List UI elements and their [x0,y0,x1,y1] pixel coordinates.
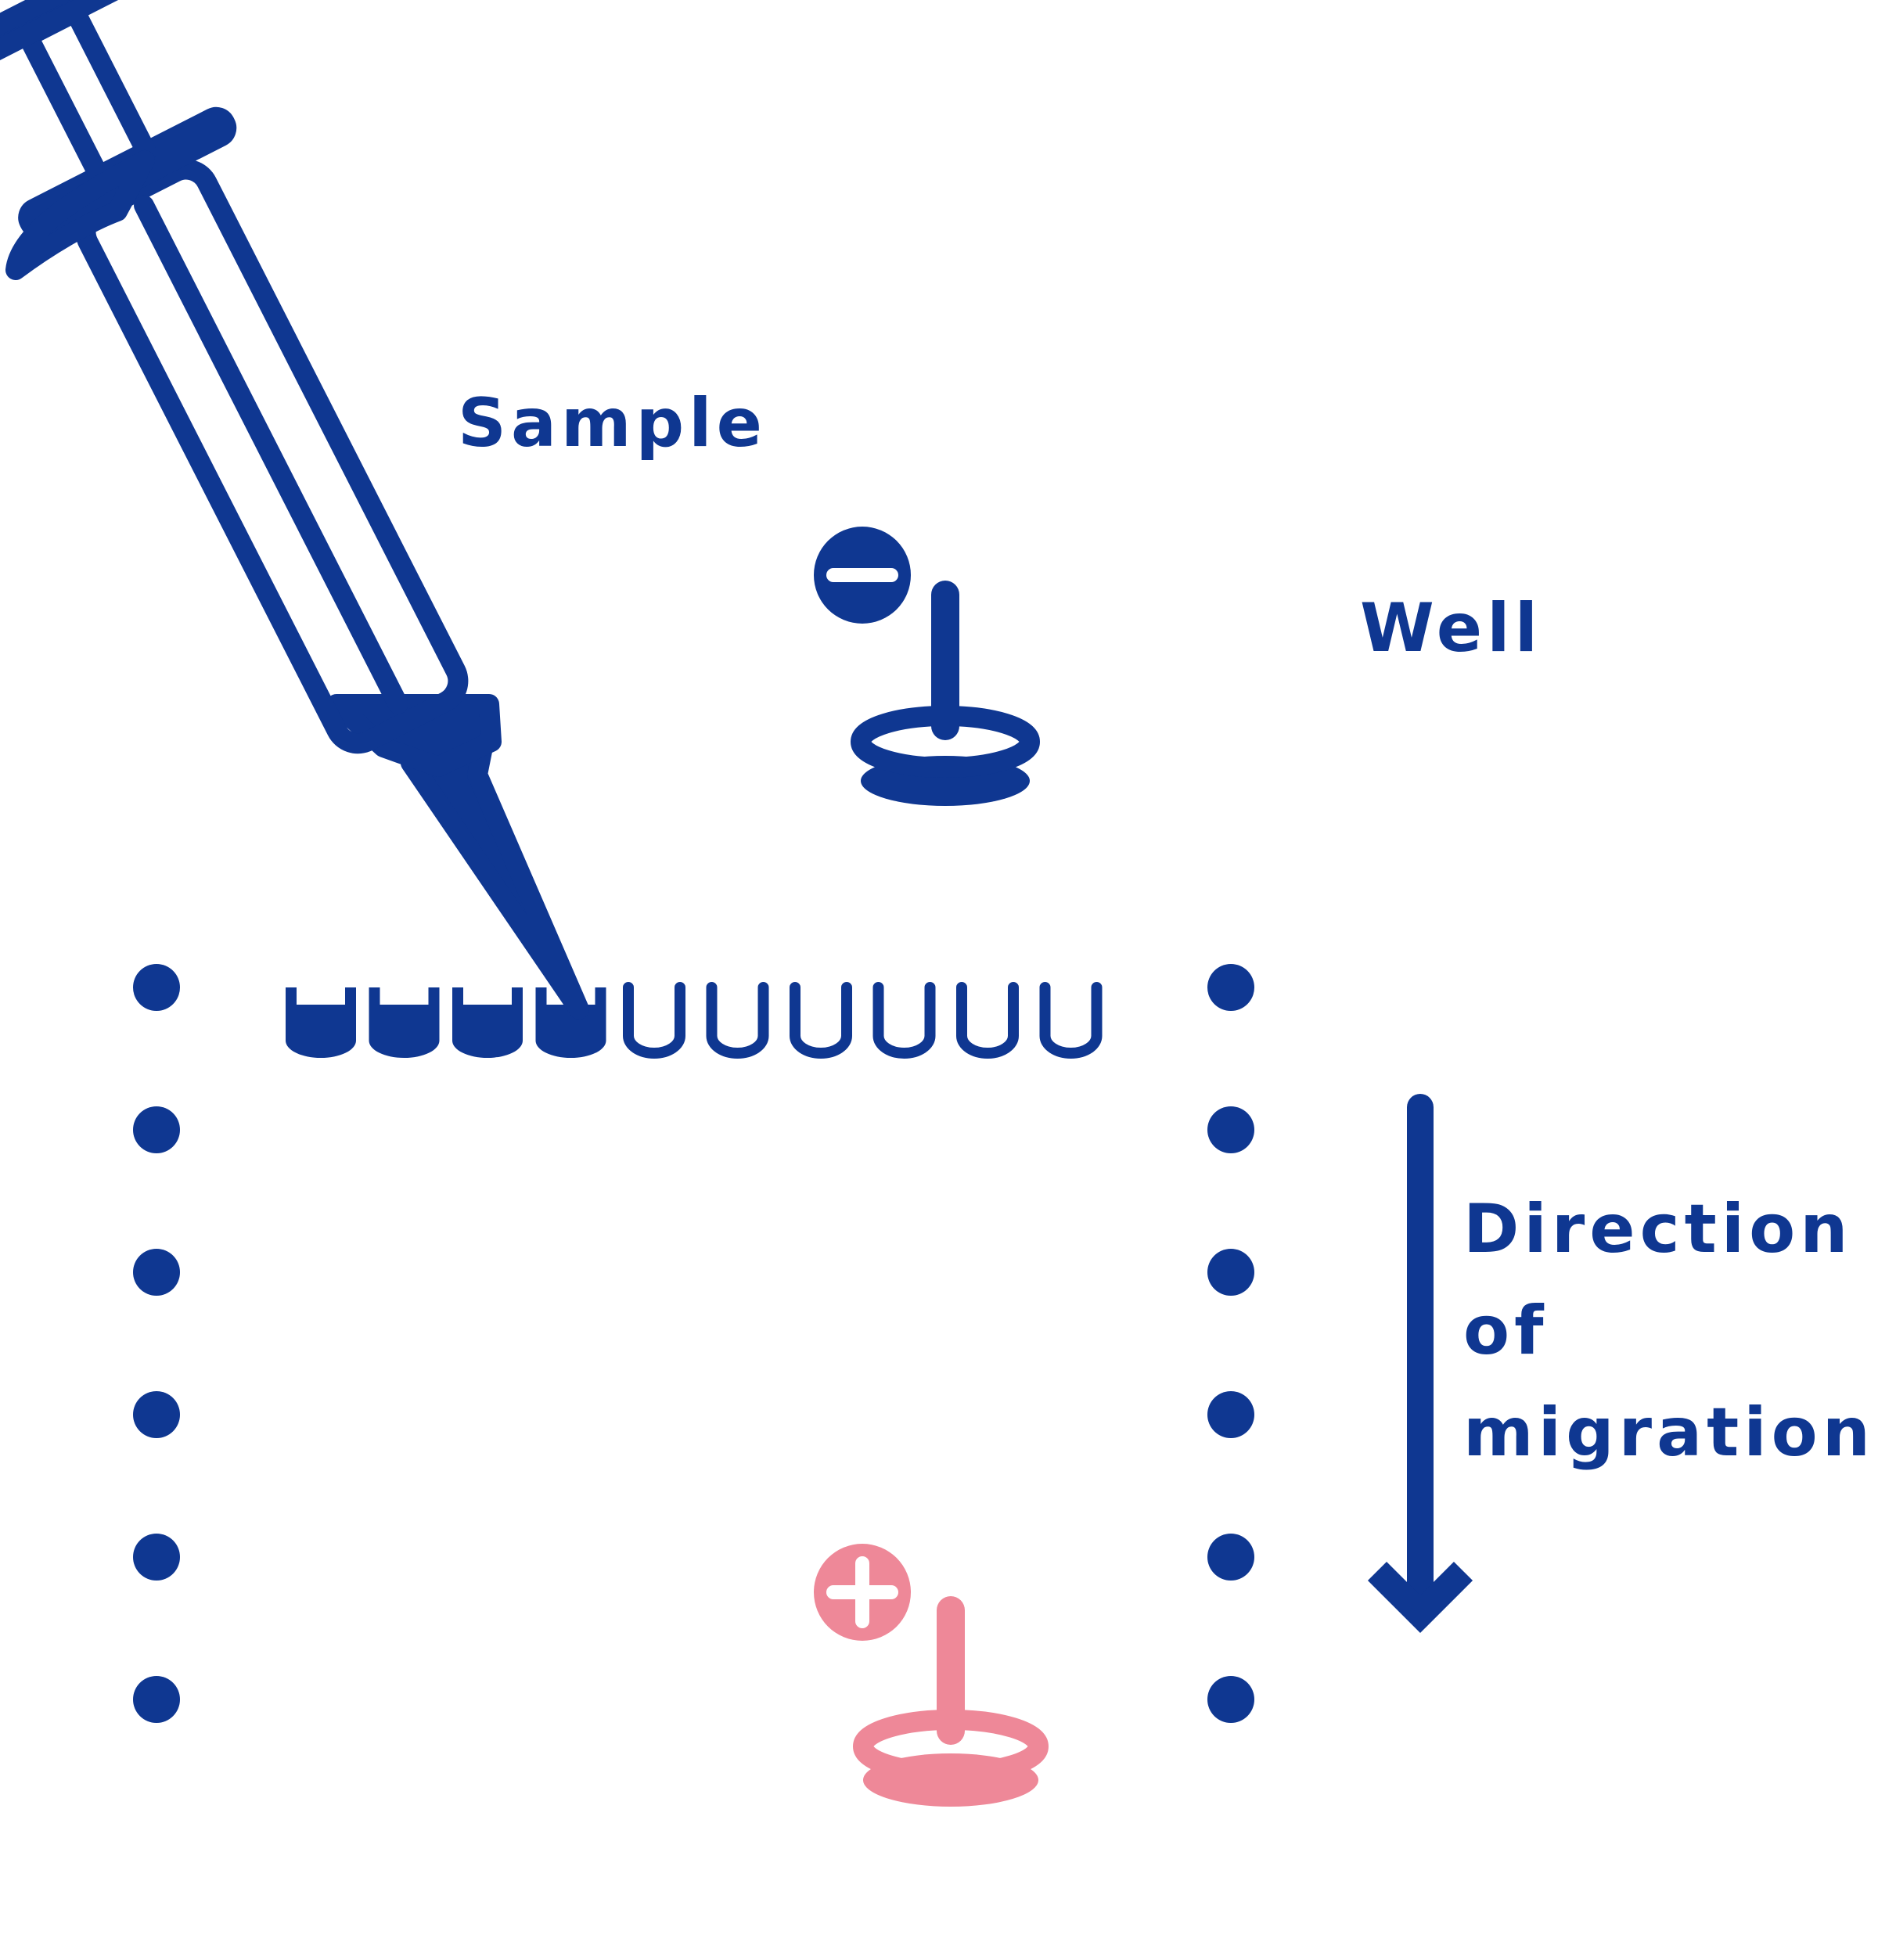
empty-well [956,982,1019,1059]
right-rail-hole [1207,1391,1254,1438]
syringe [0,0,589,1020]
notched-plate [94,878,1286,935]
left-rail-hole [133,1534,180,1581]
empty-well [790,982,852,1059]
filled-well [286,987,356,1058]
back-plate-right-edge [1056,692,1168,878]
filled-well [369,987,440,1058]
filled-well [452,987,523,1058]
sample-label: Sample [458,384,767,462]
top-frame-outer [94,692,1293,878]
left-rail-hole [133,1676,180,1723]
right-rail-hole [1207,1676,1254,1723]
empty-well [872,982,936,1059]
syringe-needle [401,733,589,1020]
right-rail-hole [1207,1106,1254,1153]
sample-wells [286,982,1103,1059]
empty-well [623,982,685,1059]
direction-arrow [1367,1094,1473,1634]
right-rail-hole [1207,1249,1254,1296]
empty-well [1039,982,1103,1059]
positive-electrode [814,1544,1049,1807]
empty-well [706,982,769,1059]
rail-holes [133,964,1254,1723]
direction-label-line3: migration [1463,1394,1875,1472]
front-panel [94,878,1286,1788]
left-rail-hole [133,964,180,1011]
top-frame-inner [215,750,1168,878]
negative-electrode [814,527,1040,806]
left-rail-hole [133,1249,180,1296]
filled-well [535,987,606,1058]
minus-circle-icon [814,527,911,624]
plus-circle-icon [814,1544,911,1641]
well-pointer-line [1094,692,1401,994]
well-label: Well [1360,589,1542,667]
left-rail-hole [133,1106,180,1153]
base-tray [31,1706,1369,1948]
barrel-divider [134,195,408,714]
back-plate-left-edge [215,692,329,878]
direction-label-line2: of [1463,1292,1549,1370]
plunger-top [0,0,160,81]
finger-grip [5,150,155,280]
right-rail-hole [1207,964,1254,1011]
right-rail-hole [1207,1534,1254,1581]
left-rail-hole [133,1391,180,1438]
direction-label-line1: Direction [1463,1190,1852,1268]
